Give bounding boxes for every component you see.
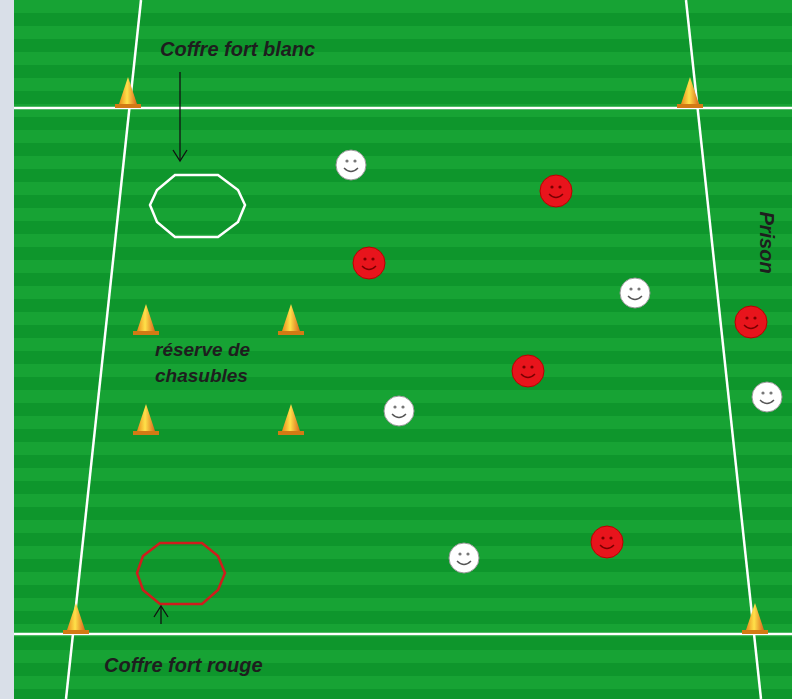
prison-label: Prison bbox=[753, 211, 780, 273]
safe-label: Coffre fort rouge bbox=[104, 652, 263, 679]
safe-label: Coffre fort blanc bbox=[160, 36, 315, 63]
reserve-label: réserve de chasubles bbox=[155, 337, 290, 388]
